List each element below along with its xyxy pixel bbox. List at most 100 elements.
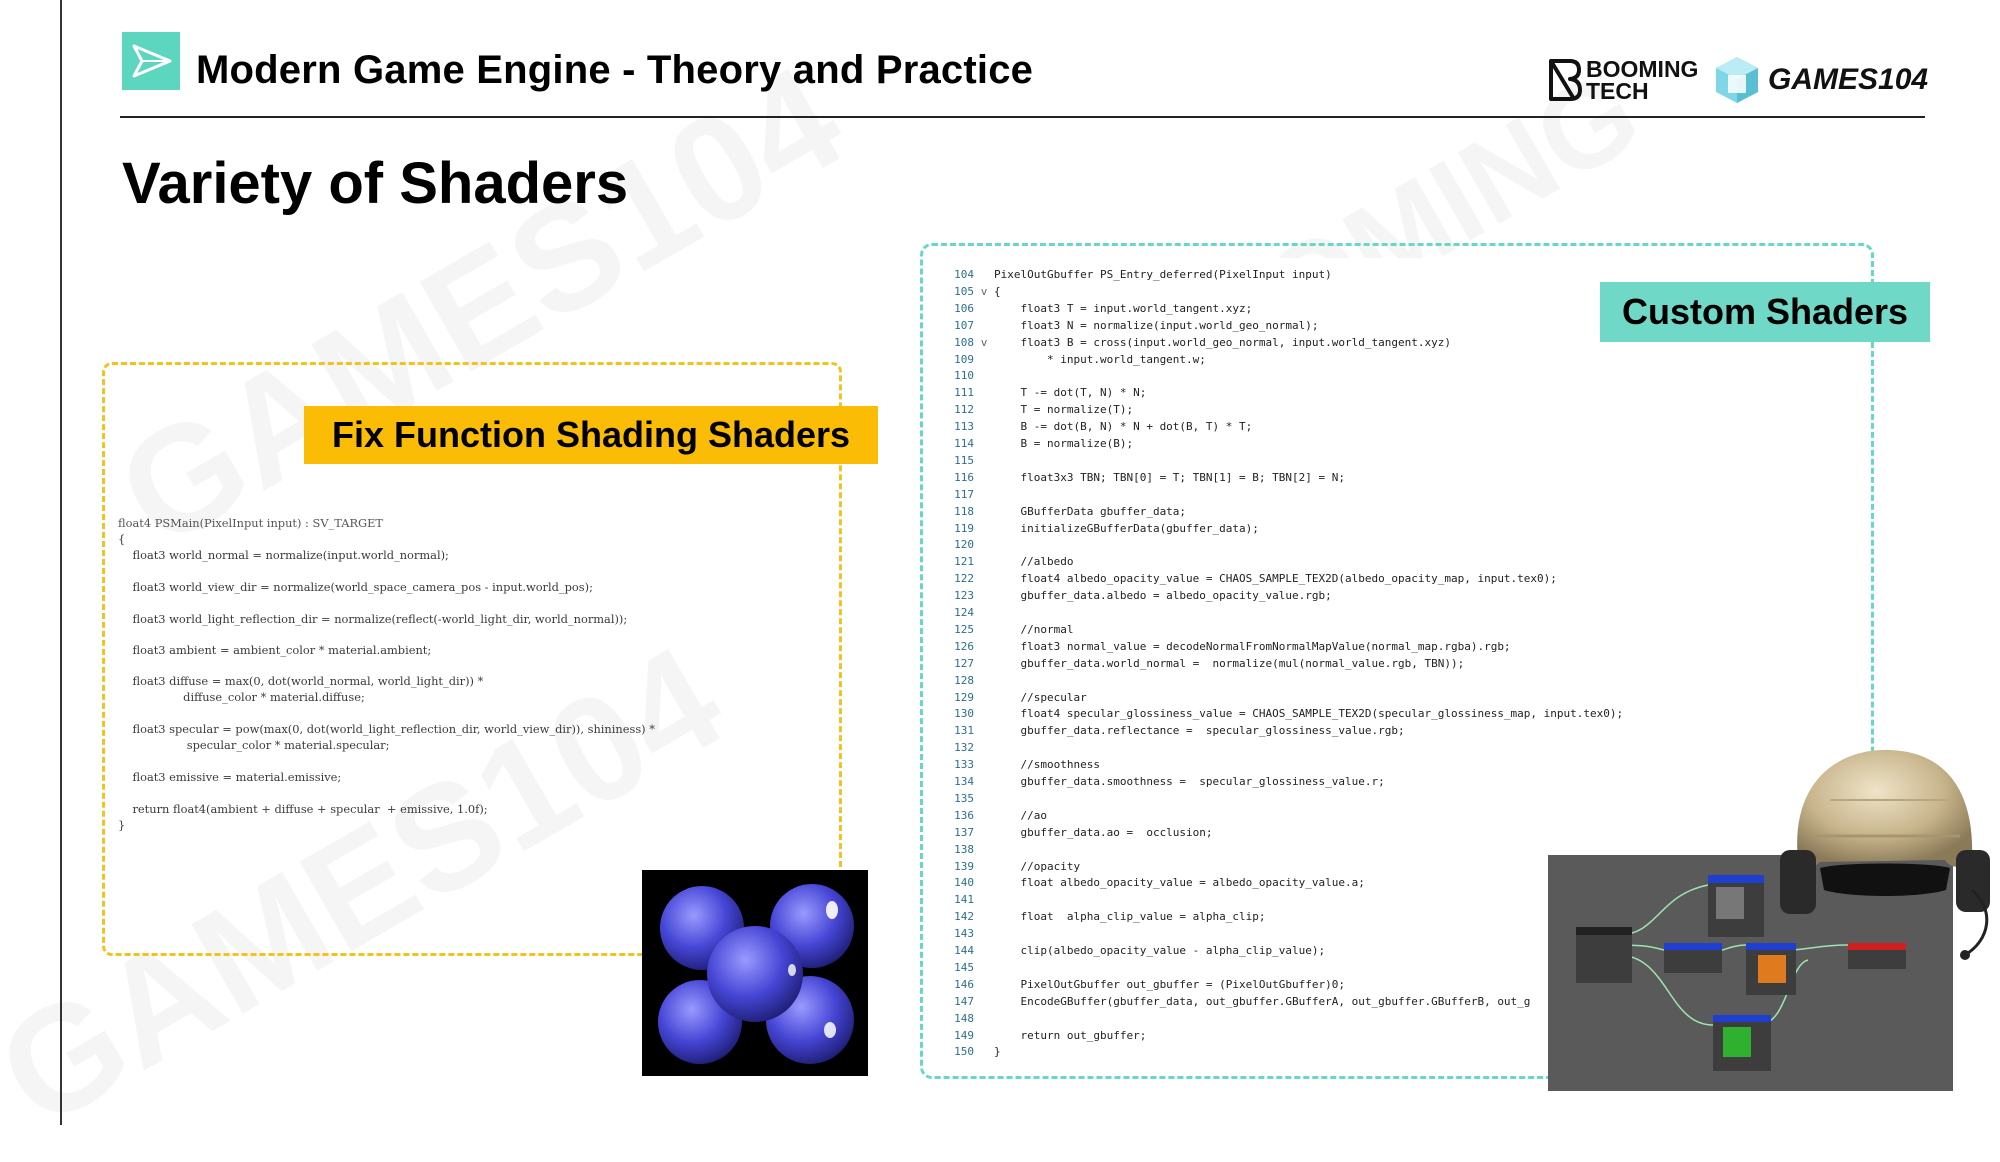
code-line: float3 diffuse = max(0, dot(world_normal…	[118, 674, 484, 688]
line-number: 109	[954, 352, 974, 366]
code-text: gbuffer_data.reflectance = specular_glos…	[994, 724, 1405, 738]
line-number: 145	[954, 960, 974, 974]
line-number: 141	[954, 893, 974, 907]
code-text: //normal	[994, 622, 1074, 636]
code-text: T -= dot(T, N) * N;	[994, 386, 1147, 400]
code-text: float alpha_clip_value = alpha_clip;	[994, 910, 1266, 924]
code-line: 110	[932, 367, 994, 384]
code-line: diffuse_color * material.diffuse;	[118, 690, 365, 704]
line-number: 127	[954, 656, 974, 670]
code-line: 127 gbuffer_data.world_normal = normaliz…	[932, 655, 1464, 672]
line-number: 139	[954, 859, 974, 873]
code-text: float3x3 TBN; TBN[0] = T; TBN[1] = B; TB…	[994, 470, 1345, 484]
code-line: 123 gbuffer_data.albedo = albedo_opacity…	[932, 587, 1332, 604]
line-number: 116	[954, 470, 974, 484]
code-line: 134 gbuffer_data.smoothness = specular_g…	[932, 773, 1385, 790]
code-text: EncodeGBuffer(gbuffer_data, out_gbuffer.…	[994, 994, 1531, 1008]
code-line: 148	[932, 1010, 994, 1027]
code-line: 132	[932, 739, 994, 756]
code-text: * input.world_tangent.w;	[994, 352, 1206, 366]
code-text: GBufferData gbuffer_data;	[994, 504, 1187, 518]
code-text: B = normalize(B);	[994, 437, 1134, 450]
code-line: }	[118, 818, 126, 832]
fold-toggle-icon[interactable]: v	[980, 335, 988, 349]
line-number: 111	[954, 386, 974, 400]
code-line: {	[118, 532, 126, 546]
code-line: 111 T -= dot(T, N) * N;	[932, 384, 1146, 401]
code-line: 114 B = normalize(B);	[932, 435, 1133, 452]
games104-cube-icon	[1716, 57, 1758, 103]
line-number: 148	[954, 1011, 974, 1025]
line-number: 125	[954, 622, 974, 636]
tech-text: TECH	[1586, 78, 1649, 104]
line-number: 144	[954, 944, 974, 957]
code-text: gbuffer_data.ao = occlusion;	[994, 825, 1213, 839]
code-line: 137 gbuffer_data.ao = occlusion;	[932, 824, 1213, 841]
code-line: 136 //ao	[932, 807, 1047, 824]
line-number: 131	[954, 724, 974, 738]
code-line: 112 T = normalize(T);	[932, 401, 1133, 418]
booming-tech-logo: BOOMING TECH	[1548, 52, 1698, 108]
material-node-graph	[1548, 855, 1953, 1091]
code-line: 126 float3 normal_value = decodeNormalFr…	[932, 638, 1511, 655]
code-line: 138	[932, 841, 994, 858]
left-margin-rule	[60, 0, 62, 1125]
code-text: float albedo_opacity_value = albedo_opac…	[994, 876, 1365, 890]
line-number: 121	[954, 555, 974, 569]
code-line: float3 ambient = ambient_color * materia…	[118, 643, 432, 657]
line-number: 120	[954, 538, 974, 552]
code-text: float3 B = cross(input.world_geo_normal,…	[994, 335, 1451, 349]
code-line: 130 float4 specular_glossiness_value = C…	[932, 705, 1623, 722]
code-line: 147 EncodeGBuffer(gbuffer_data, out_gbuf…	[932, 993, 1530, 1010]
code-line: float3 emissive = material.emissive;	[118, 770, 342, 784]
shaded-blob-render	[642, 870, 868, 1076]
code-text: float4 albedo_opacity_value = CHAOS_SAMP…	[994, 572, 1557, 586]
code-line: 140 float albedo_opacity_value = albedo_…	[932, 874, 1365, 891]
code-line: 145	[932, 959, 994, 976]
code-line: 124	[932, 604, 994, 621]
header-divider	[120, 116, 1925, 118]
code-text: PixelOutGbuffer out_gbuffer = (PixelOutG…	[994, 977, 1345, 991]
code-text: //opacity	[994, 859, 1081, 873]
code-line: 141	[932, 891, 994, 908]
code-line: 122 float4 albedo_opacity_value = CHAOS_…	[932, 570, 1557, 587]
code-line: float3 specular = pow(max(0, dot(world_l…	[118, 722, 655, 736]
line-number: 133	[954, 758, 974, 772]
code-line: float3 world_light_reflection_dir = norm…	[118, 612, 628, 626]
line-number: 130	[954, 707, 974, 721]
code-line: float4 PSMain(PixelInput input) : SV_TAR…	[118, 516, 384, 530]
code-line: 131 gbuffer_data.reflectance = specular_…	[932, 722, 1405, 739]
line-number: 105	[954, 284, 974, 298]
line-number: 147	[954, 994, 974, 1008]
line-number: 126	[954, 639, 974, 653]
line-number: 138	[954, 842, 974, 856]
code-text: float3 normal_value = decodeNormalFromNo…	[994, 639, 1511, 653]
code-line: 143	[932, 925, 994, 942]
line-number: 104	[954, 268, 974, 281]
line-number: 134	[954, 775, 974, 788]
line-number: 146	[954, 977, 974, 991]
code-line: 108 v float3 B = cross(input.world_geo_no…	[932, 334, 1451, 351]
line-number: 106	[954, 301, 974, 315]
custom-shaders-frame	[920, 243, 1874, 1079]
code-line: 129 //specular	[932, 689, 1087, 706]
code-line: specular_color * material.specular;	[118, 738, 390, 752]
line-number: 108	[954, 335, 974, 349]
line-number: 122	[954, 572, 974, 586]
code-line: 144 clip(albedo_opacity_value - alpha_cl…	[932, 942, 1325, 959]
code-line: float3 world_normal = normalize(input.wo…	[118, 548, 449, 562]
code-line: 109 * input.world_tangent.w;	[932, 351, 1206, 368]
helmet-render	[1780, 749, 1990, 960]
code-text: gbuffer_data.albedo = albedo_opacity_val…	[994, 589, 1332, 603]
fold-toggle-icon[interactable]: v	[980, 284, 988, 298]
course-title: Modern Game Engine - Theory and Practice	[196, 48, 1034, 92]
code-text: float3 N = normalize(input.world_geo_nor…	[994, 318, 1319, 332]
line-number: 110	[954, 369, 974, 383]
line-number: 124	[954, 606, 974, 619]
line-number: 135	[954, 791, 974, 805]
line-number: 112	[954, 403, 974, 417]
code-text: float3 T = input.world_tangent.xyz;	[994, 301, 1253, 315]
line-number: 123	[954, 589, 974, 603]
code-line: 118 GBufferData gbuffer_data;	[932, 503, 1186, 520]
code-line: 125 //normal	[932, 621, 1073, 638]
